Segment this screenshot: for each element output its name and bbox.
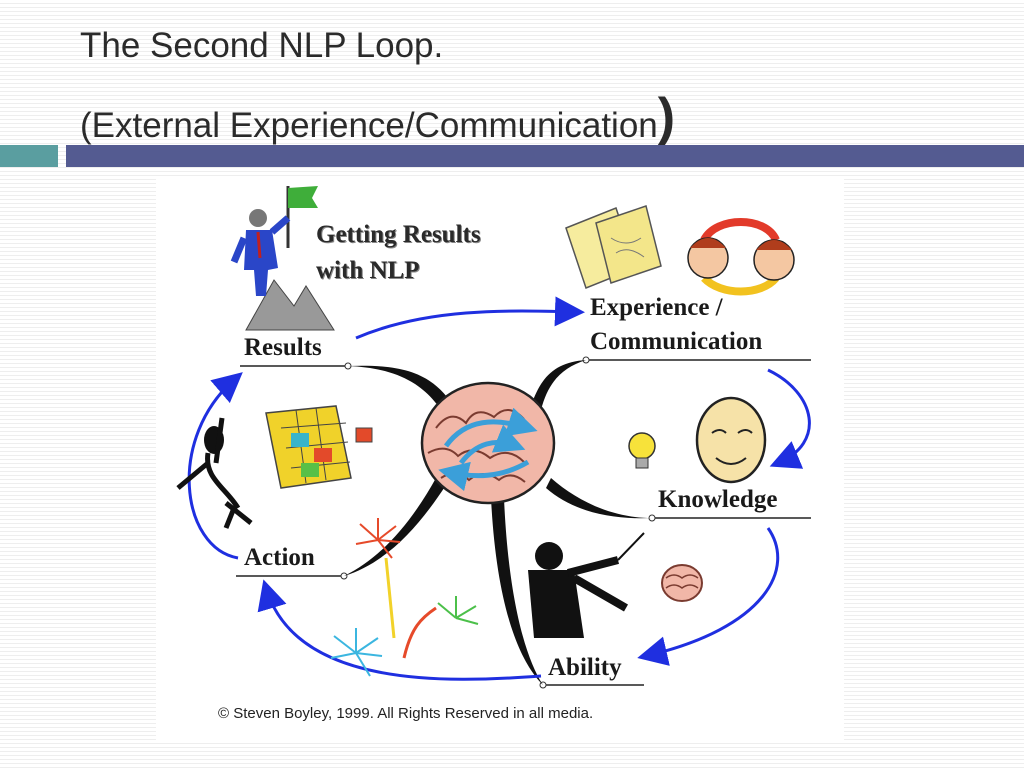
stage-label-experience-line-1: Experience / (590, 294, 723, 321)
brain-illustration (420, 381, 556, 505)
dancing-figure-illustration (176, 417, 253, 529)
climber-with-flag-illustration (230, 186, 335, 331)
lightbulb-icon (628, 432, 656, 469)
diagram-header-line-1: Getting Results (316, 221, 481, 248)
stage-label-experience-line-2: Communication (590, 328, 763, 355)
small-brain-icon (661, 564, 703, 602)
slide-title-line-1: The Second NLP Loop. (80, 26, 444, 65)
slide-title-line-2: (External Experience/Communication) (80, 88, 676, 150)
mind-map-papers-illustration (565, 205, 662, 289)
fireworks-illustration (330, 518, 479, 677)
thinking-head-illustration (695, 396, 767, 484)
diagram-header-line-2: with NLP (316, 257, 420, 284)
title-accent-bar-navy (66, 145, 1024, 167)
stage-label-action: Action (244, 544, 315, 571)
loop-arrows (187, 296, 811, 681)
copyright-notice: © Steven Boyley, 1999. All Rights Reserv… (218, 705, 594, 722)
stage-label-results: Results (244, 334, 322, 361)
stage-underlines (236, 359, 811, 686)
slide-title-line-2-text: (External Experience/Communication (80, 106, 658, 145)
stage-label-knowledge: Knowledge (658, 486, 778, 513)
nlp-loop-diagram: Getting Results with NLP Results Experie… (156, 178, 844, 740)
two-faces-communicating-illustration (687, 218, 795, 296)
puzzle-pieces-illustration (265, 405, 373, 489)
slide-title-close-paren: ) (657, 88, 676, 146)
conductor-silhouette-illustration (528, 532, 645, 638)
title-accent-bar-teal (0, 145, 58, 167)
stage-label-ability: Ability (548, 654, 622, 681)
diagram-graphics (176, 186, 811, 689)
